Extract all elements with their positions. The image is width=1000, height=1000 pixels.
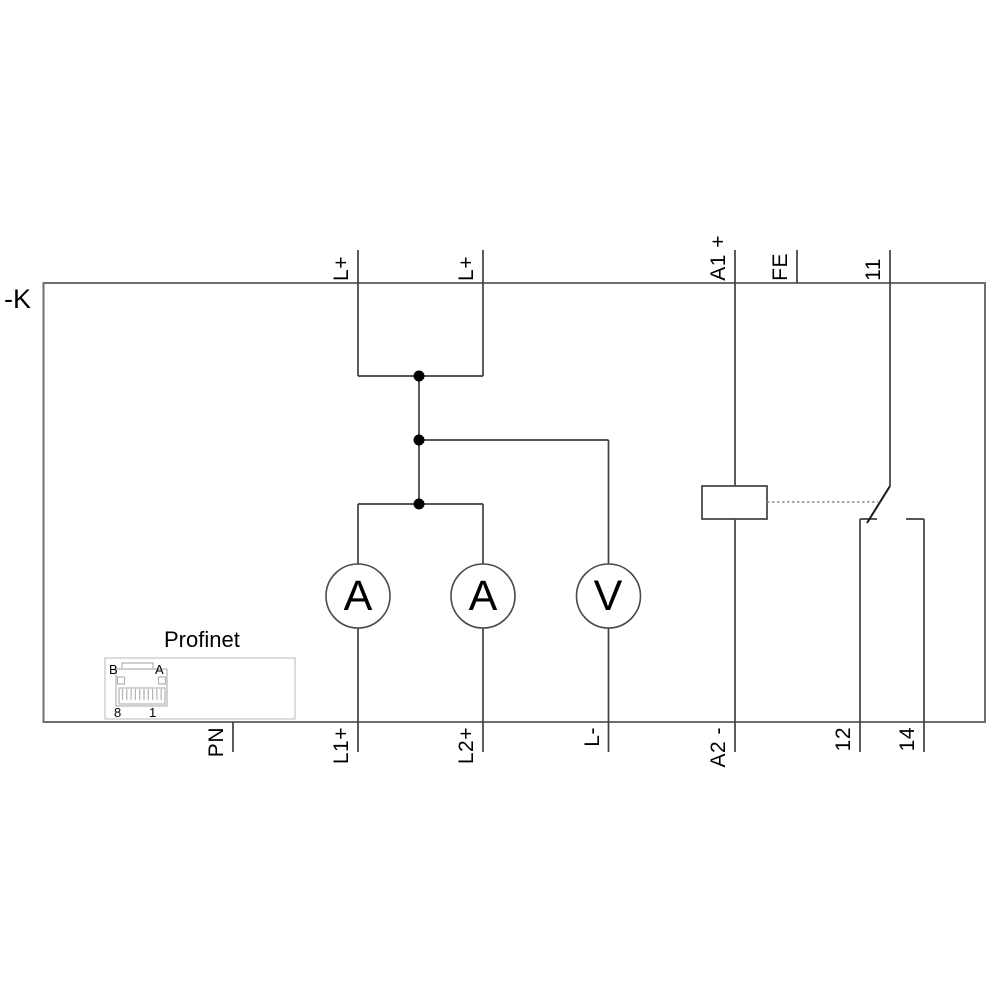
rj45-label-8: 8 <box>114 705 122 720</box>
rj45-notch-right <box>157 676 167 685</box>
device-tag-label: -K <box>4 284 31 314</box>
rj45-outer-body <box>115 668 168 707</box>
relay-coil <box>701 485 768 520</box>
ammeter-1-circle <box>325 563 391 629</box>
terminal-label-l2-plus: L2+ <box>454 727 478 765</box>
terminal-label-a1-plus: A1 + <box>706 235 730 281</box>
rj45-port-icon <box>115 662 168 707</box>
rj45-latch-tab <box>121 662 154 669</box>
terminal-label-fe: FE <box>768 253 792 281</box>
ammeter-1-symbol: A <box>343 571 373 620</box>
voltmeter-circle <box>575 563 642 629</box>
terminal-label-14: 14 <box>895 727 919 752</box>
terminal-label-l-plus-2: L+ <box>454 256 478 281</box>
changeover-contact-arm <box>866 485 891 524</box>
rj45-pins <box>121 689 162 700</box>
voltmeter-symbol: V <box>593 571 623 620</box>
junction-dot-top <box>413 370 425 382</box>
ammeter-2-symbol: A <box>468 571 498 620</box>
junction-dot-bottom <box>413 498 425 510</box>
rj45-label-a: A <box>155 662 164 677</box>
terminal-label-pn: PN <box>204 727 228 758</box>
terminal-label-11: 11 <box>861 258 885 281</box>
rj45-notch-left <box>116 676 126 685</box>
rj45-label-1: 1 <box>149 705 157 720</box>
terminal-label-l-plus-1: L+ <box>329 256 353 281</box>
ammeter-2-circle <box>450 563 516 629</box>
terminal-label-12: 12 <box>831 727 855 752</box>
terminal-label-l-minus: L- <box>580 727 604 747</box>
rj45-label-b: B <box>109 662 118 677</box>
junction-dot-middle <box>413 434 425 446</box>
device-enclosure-outline <box>42 282 986 723</box>
rj45-pin-area <box>118 687 166 705</box>
terminal-label-a2-minus: A2 - <box>706 727 730 768</box>
profinet-label: Profinet <box>164 627 240 652</box>
wires <box>232 250 925 752</box>
terminal-label-l1-plus: L1+ <box>329 727 353 765</box>
